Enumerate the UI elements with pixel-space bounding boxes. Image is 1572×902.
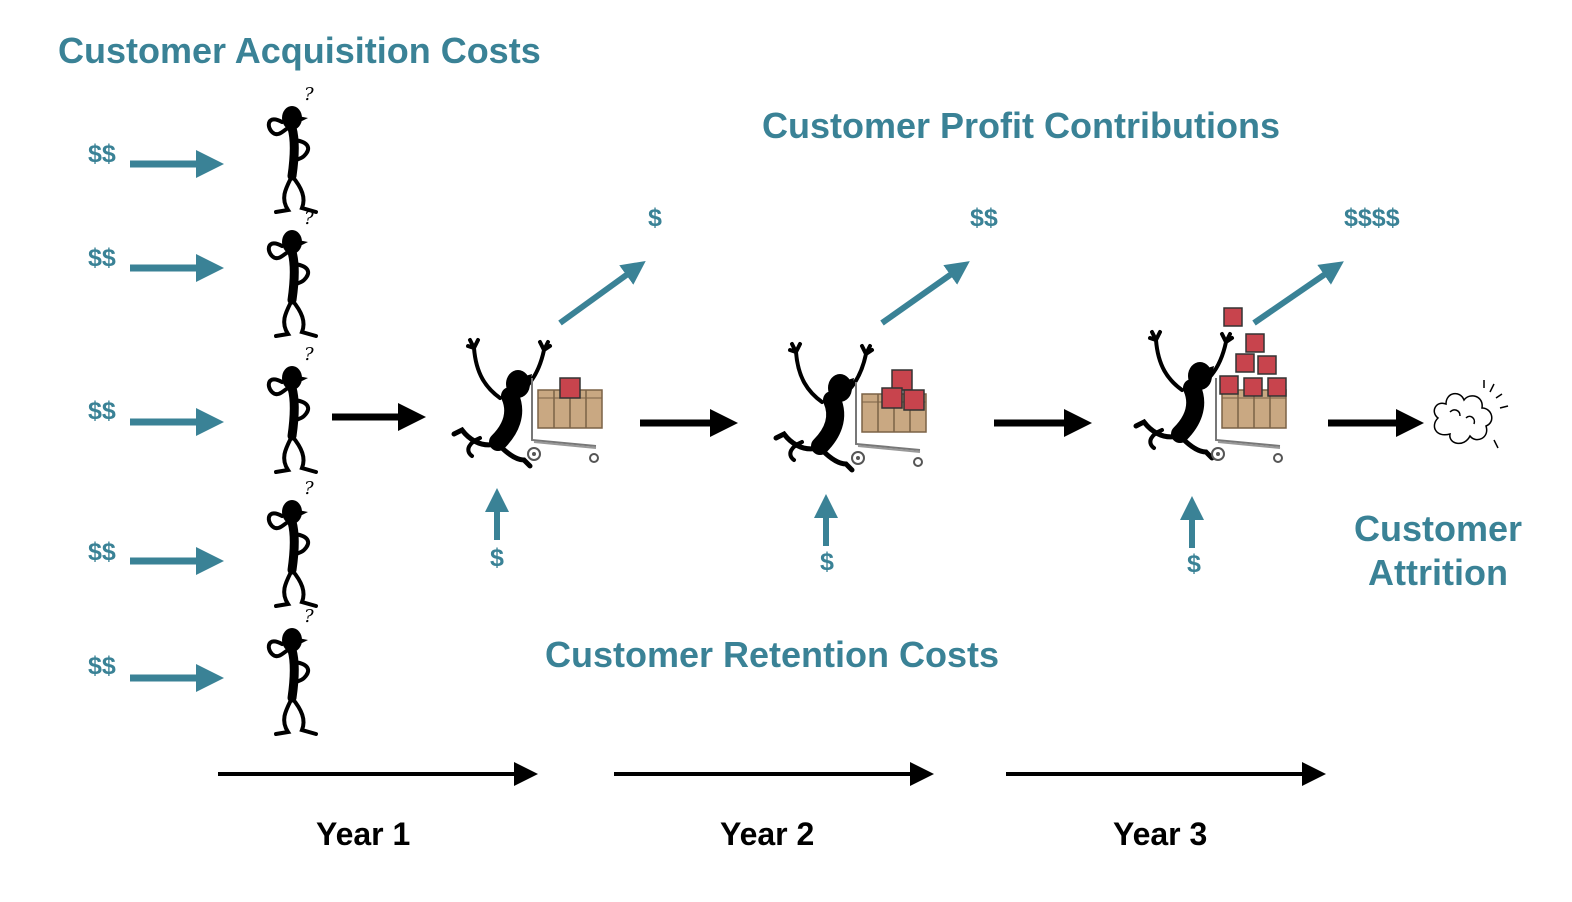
retention-cost-label: $: [820, 548, 834, 576]
cloud-puff-icon: [1433, 380, 1509, 449]
retention-arrows: [485, 488, 1204, 548]
profit-contribution-label: $$: [970, 204, 998, 232]
acquisition-cost-label: $$: [88, 538, 116, 566]
profit-contribution-label: $: [648, 204, 662, 232]
shopping-cart-icon: [851, 369, 927, 467]
shopping-cart-icon: [1211, 307, 1287, 463]
year-label: Year 1: [316, 816, 411, 852]
year-label: Year 3: [1113, 816, 1208, 852]
acquisition-cost-label: $$: [88, 140, 116, 168]
year-label: Year 2: [720, 816, 815, 852]
acquisition-arrows: [130, 150, 224, 692]
shopping-person-icon: [1136, 332, 1232, 458]
retention-cost-label: $: [490, 544, 504, 572]
retention-cost-label: $: [1187, 550, 1201, 578]
retention-costs-title: Customer Retention Costs: [545, 634, 1000, 675]
attrition-title-line2: Attrition: [1368, 552, 1508, 593]
flow-arrows: [332, 403, 1424, 437]
profit-arrows: [558, 260, 1344, 326]
shopping-person-icon: [454, 340, 550, 466]
shopping-cart-icon: [527, 377, 603, 463]
acquisition-cost-label: $$: [88, 397, 116, 425]
thinking-person-icon: [269, 84, 316, 734]
profit-contributions-title: Customer Profit Contributions: [762, 105, 1280, 146]
profit-contribution-label: $$$$: [1344, 204, 1400, 232]
acquisition-cost-label: $$: [88, 652, 116, 680]
acquisition-cost-label: $$: [88, 244, 116, 272]
attrition-title-line1: Customer: [1353, 508, 1523, 549]
acquisition-costs-title: Customer Acquisition Costs: [58, 30, 541, 71]
